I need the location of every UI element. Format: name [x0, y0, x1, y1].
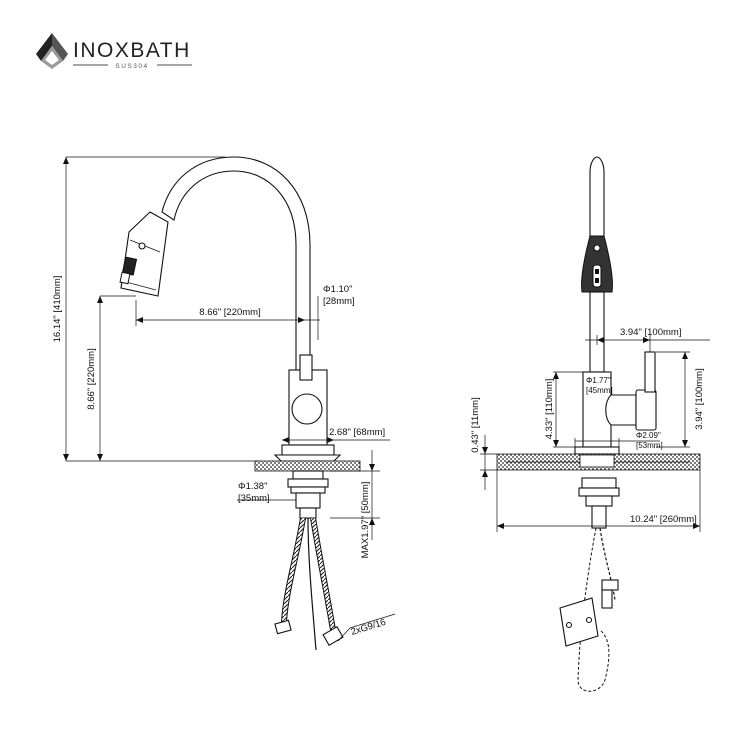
hose-thread-label: 2xG9/16 [350, 617, 388, 638]
brand-name: INOXBATH [73, 39, 191, 62]
brand-logo: INOXBATH SUS304 [36, 33, 192, 70]
base-width-label: 2.68" [68mm] [329, 427, 385, 438]
supply-hoses [274, 517, 344, 651]
tube-diameter-in: Φ1.10" [323, 284, 352, 295]
handle-height-label: 3.94" [100mm] [694, 368, 705, 429]
plate-thickness-label: 0.43" [11mm] [470, 397, 481, 452]
shank-diameter-in: Φ1.38" [238, 481, 267, 492]
base-diameter-mm: [53mm] [636, 441, 663, 450]
shank-diameter-mm: [35mm] [238, 493, 270, 504]
faucet-body [273, 354, 342, 462]
tube-diameter-mm: [28mm] [323, 296, 355, 307]
plate-width-label: 10.24" [260mm] [630, 514, 697, 525]
handle-offset-label: 3.94" [100mm] [620, 327, 681, 338]
spout-tube [161, 156, 311, 371]
base-diameter-in: Φ2.09" [636, 431, 661, 440]
shank-assembly [287, 470, 329, 519]
front-button-icon [593, 244, 601, 252]
diamond-logo-icon [36, 33, 68, 69]
max-deck-thickness-label: MAX1.97" [50mm] [360, 482, 371, 559]
body-diameter-in: Φ1.77" [586, 376, 611, 385]
front-spray-head [581, 235, 613, 293]
spout-reach-label: 8.66" [220mm] [199, 307, 260, 318]
brand-subtitle: SUS304 [115, 63, 148, 70]
spout-height-label: 8.66" [220mm] [86, 348, 97, 409]
counterweight [559, 597, 599, 647]
front-view: 3.94" [100mm] Φ1.77" [45mm] 4.33" [110mm… [470, 156, 710, 692]
side-view: 16.14" [410mm] 8.66" [220mm] 8.66" [220m… [52, 156, 396, 651]
body-diameter-mm: [45mm] [586, 386, 613, 395]
front-spout-top [589, 156, 605, 241]
body-height-label: 4.33" [110mm] [544, 379, 555, 440]
total-height-label: 16.14" [410mm] [52, 276, 63, 343]
deck-plate [254, 460, 361, 472]
spray-head [119, 211, 169, 297]
